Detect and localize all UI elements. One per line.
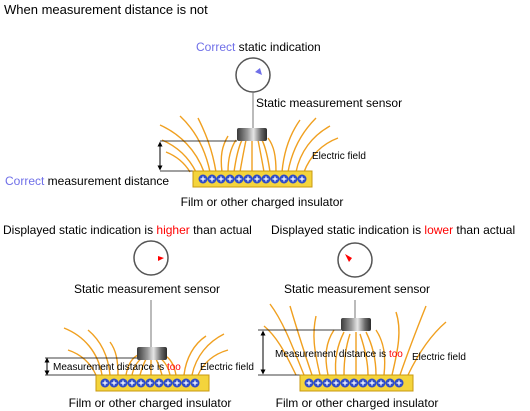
plus-charge-icon: [243, 174, 253, 184]
gauge-dial-icon: [133, 240, 169, 276]
plus-charge-icon: [172, 378, 182, 388]
plus-charge-icon: [216, 174, 226, 184]
sensor-icon: [137, 347, 167, 360]
left-insulator-label: Film or other charged insulator: [69, 396, 232, 410]
plus-charge-icon: [234, 174, 244, 184]
right-insulator-label: Film or other charged insulator: [276, 396, 439, 410]
top-panel: Correct static indication Static measure…: [5, 40, 402, 209]
plus-charge-icon: [198, 174, 208, 184]
left-indication-label: Displayed static indication is higher th…: [3, 223, 252, 237]
plus-charge-icon: [118, 378, 128, 388]
right-field-label: Electric field: [412, 352, 466, 363]
plus-charge-icon: [331, 378, 341, 388]
plus-charge-icon: [385, 378, 395, 388]
plus-charge-icon: [304, 378, 314, 388]
plus-charge-icon: [376, 378, 386, 388]
plus-charge-icon: [349, 378, 359, 388]
plus-charge-icon: [109, 378, 119, 388]
plus-charge-icon: [252, 174, 262, 184]
plus-charge-icon: [163, 378, 173, 388]
top-charge-row: [198, 174, 307, 184]
plus-charge-icon: [100, 378, 110, 388]
left-distance-label: Measurement distance is too: [53, 362, 181, 373]
left-panel: Displayed static indication is higher th…: [3, 223, 254, 410]
plus-charge-icon: [207, 174, 217, 184]
gauge-dial-icon: [337, 242, 373, 278]
diagram-title: When measurement distance is not: [4, 2, 208, 17]
plus-charge-icon: [181, 378, 191, 388]
plus-charge-icon: [367, 378, 377, 388]
plus-charge-icon: [154, 378, 164, 388]
plus-charge-icon: [127, 378, 137, 388]
plus-charge-icon: [288, 174, 298, 184]
plus-charge-icon: [313, 378, 323, 388]
right-panel: Displayed static indication is lower tha…: [258, 223, 515, 410]
plus-charge-icon: [225, 174, 235, 184]
left-sensor-label: Static measurement sensor: [74, 282, 220, 296]
top-distance-label: Correct measurement distance: [5, 174, 169, 188]
top-field-lines: [159, 115, 339, 173]
right-charge-row: [304, 378, 404, 388]
right-distance-label: Measurement distance is too: [275, 349, 403, 360]
sensor-icon: [237, 128, 267, 141]
sensor-icon: [341, 318, 371, 331]
left-charge-row: [100, 378, 200, 388]
plus-charge-icon: [394, 378, 404, 388]
plus-charge-icon: [136, 378, 146, 388]
top-field-label: Electric field: [312, 151, 366, 162]
top-sensor-label: Static measurement sensor: [256, 96, 402, 110]
gauge-dial-icon: [235, 57, 271, 93]
right-sensor-label: Static measurement sensor: [284, 282, 430, 296]
plus-charge-icon: [261, 174, 271, 184]
plus-charge-icon: [297, 174, 307, 184]
plus-charge-icon: [279, 174, 289, 184]
plus-charge-icon: [358, 378, 368, 388]
plus-charge-icon: [322, 378, 332, 388]
plus-charge-icon: [270, 174, 280, 184]
top-indication-label: Correct static indication: [196, 40, 321, 54]
plus-charge-icon: [190, 378, 200, 388]
top-insulator-label: Film or other charged insulator: [181, 195, 344, 209]
right-indication-label: Displayed static indication is lower tha…: [271, 223, 515, 237]
plus-charge-icon: [145, 378, 155, 388]
left-field-label: Electric field: [200, 362, 254, 373]
plus-charge-icon: [340, 378, 350, 388]
right-field-lines: [263, 303, 447, 376]
